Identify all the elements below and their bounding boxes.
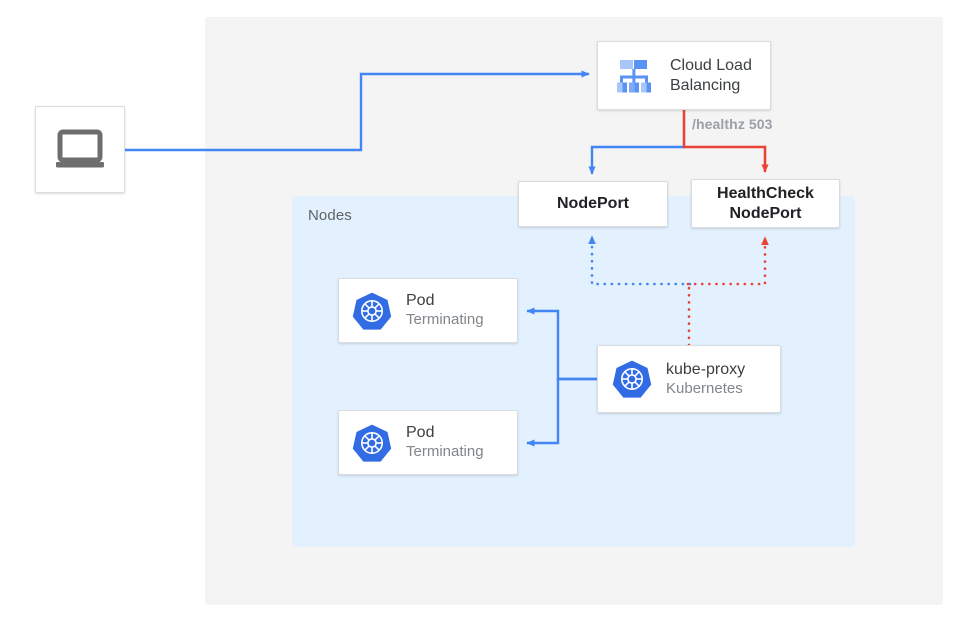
healthz-edge-label: /healthz 503 bbox=[692, 116, 773, 132]
pod-status-2: Terminating bbox=[406, 443, 484, 461]
pod-text-2: Pod Terminating bbox=[406, 423, 484, 462]
pod-title-1: Pod bbox=[406, 292, 435, 310]
healthcheck-nodeport-label-line2: NodePort bbox=[729, 204, 802, 222]
cloud-load-balancing-node[interactable]: Cloud Load Balancing bbox=[597, 41, 771, 110]
kube-proxy-subtitle: Kubernetes bbox=[666, 379, 743, 397]
pod-node-1[interactable]: Pod Terminating bbox=[338, 278, 518, 343]
nodeport-label: NodePort bbox=[557, 195, 629, 213]
kubernetes-icon bbox=[352, 291, 392, 331]
cloud-load-balancing-text: Cloud Load Balancing bbox=[670, 56, 752, 96]
nodeport-node[interactable]: NodePort bbox=[518, 181, 668, 227]
kube-proxy-text: kube-proxy Kubernetes bbox=[666, 360, 745, 399]
pod-node-2[interactable]: Pod Terminating bbox=[338, 410, 518, 475]
pod-text-1: Pod Terminating bbox=[406, 291, 484, 330]
kube-proxy-node[interactable]: kube-proxy Kubernetes bbox=[597, 345, 781, 413]
laptop-icon bbox=[54, 129, 106, 171]
nodes-region-label: Nodes bbox=[308, 207, 352, 224]
pod-status-1: Terminating bbox=[406, 311, 484, 329]
pod-title-2: Pod bbox=[406, 424, 435, 442]
cloud-load-balancing-icon bbox=[612, 54, 656, 98]
client-node[interactable] bbox=[35, 106, 125, 193]
cloud-load-balancing-title: Cloud Load bbox=[670, 56, 752, 74]
kubernetes-icon bbox=[352, 423, 392, 463]
healthcheck-nodeport-label-line1: HealthCheck bbox=[717, 184, 814, 202]
cloud-load-balancing-title-line2: Balancing bbox=[670, 76, 741, 94]
kubernetes-icon bbox=[612, 359, 652, 399]
kube-proxy-title: kube-proxy bbox=[666, 360, 746, 378]
